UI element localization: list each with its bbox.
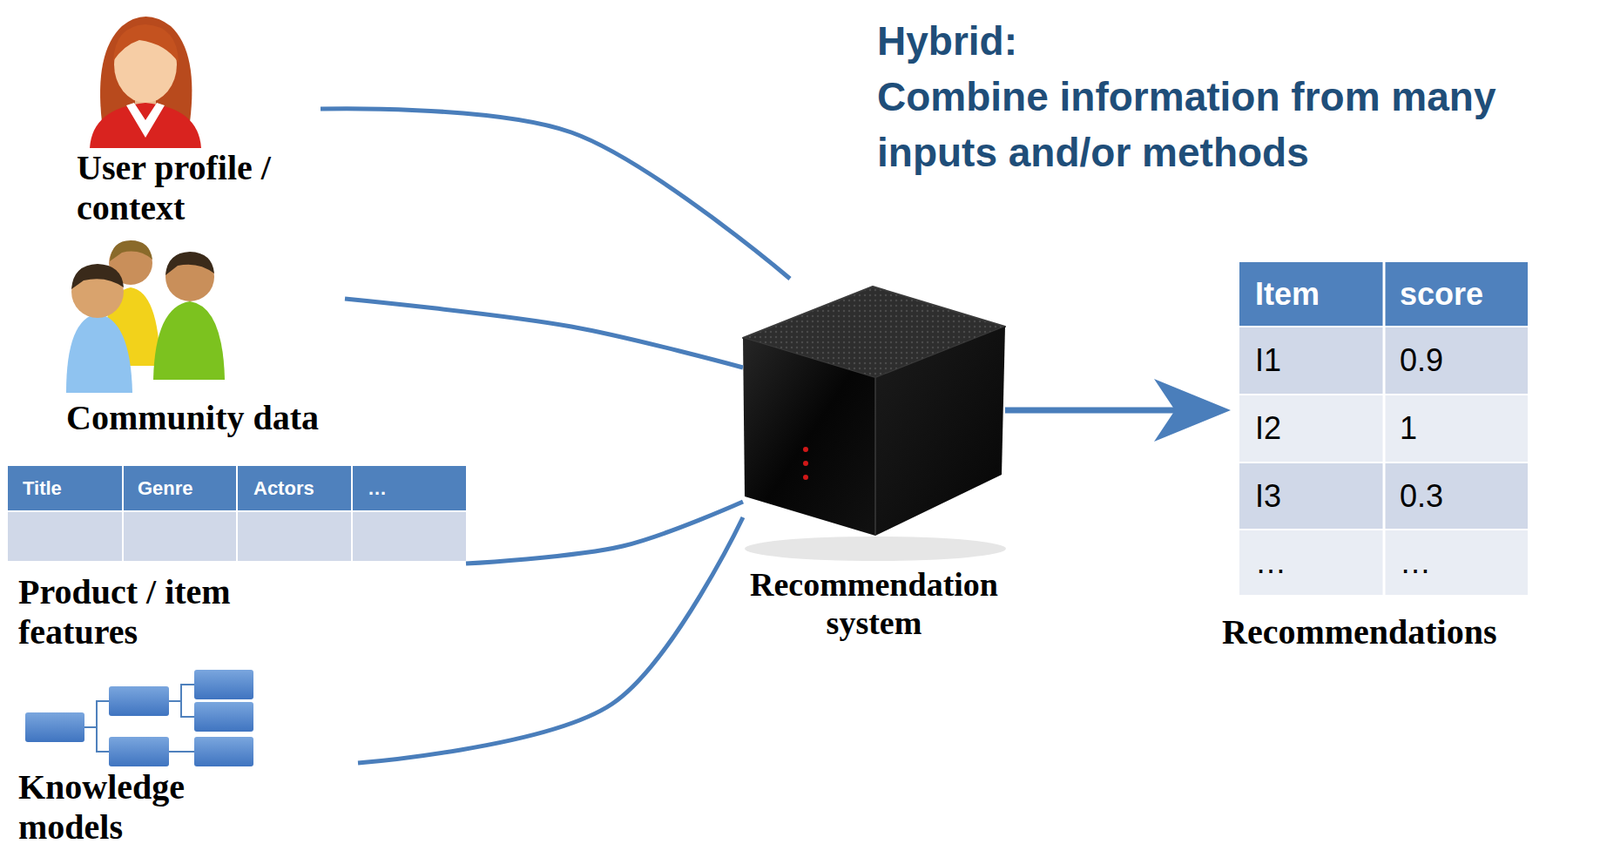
- input-curve: [357, 517, 743, 763]
- table-cell: 0.3: [1399, 462, 1526, 530]
- node-label: User profile / context: [76, 148, 321, 229]
- subtitle-text: Combine information from many inputs and…: [877, 68, 1596, 183]
- node-label: Knowledge models: [18, 767, 245, 848]
- table-cell: 1: [1399, 394, 1526, 463]
- labelled-icon: Community data: [66, 244, 345, 439]
- node-label: Recommendations: [1221, 612, 1594, 653]
- table-cell: score: [1399, 262, 1526, 327]
- table-cell: Item: [1255, 262, 1382, 327]
- diagram-title: Hybrid:: [877, 13, 1018, 69]
- node-label: Product / item features: [18, 572, 280, 653]
- labelled-icon: Product / item features: [7, 465, 466, 653]
- product-table: [7, 465, 466, 561]
- table-cell: Title: [22, 465, 121, 511]
- community-icon: [66, 240, 225, 393]
- node-label: Recommendation system: [742, 566, 1006, 642]
- table-cell: Genre: [137, 465, 236, 511]
- table-cell: …: [1255, 529, 1382, 595]
- labelled-icon: Knowledge models: [18, 668, 358, 848]
- labelled-icon: Recommendations: [1221, 252, 1594, 653]
- knowledge-tree: [25, 669, 254, 767]
- recommender-cube: [742, 286, 1006, 561]
- output-arrow: [1005, 407, 1222, 414]
- input-curve: [320, 108, 790, 279]
- input-curve: [344, 298, 743, 368]
- labelled-icon: Recommendation system: [742, 278, 1006, 642]
- table-cell: I2: [1255, 394, 1382, 463]
- user-icon: [89, 16, 202, 149]
- table-cell: I3: [1255, 462, 1382, 530]
- node-label: Community data: [66, 398, 345, 439]
- table-cell: I1: [1255, 326, 1382, 395]
- labelled-icon: User profile / context: [76, 5, 321, 229]
- recommendation-table: [1239, 262, 1528, 595]
- table-cell: …: [367, 465, 466, 511]
- table-cell: Actors: [253, 465, 352, 511]
- table-cell: 0.9: [1399, 326, 1526, 395]
- input-curve: [465, 501, 743, 564]
- table-cell: …: [1399, 529, 1526, 595]
